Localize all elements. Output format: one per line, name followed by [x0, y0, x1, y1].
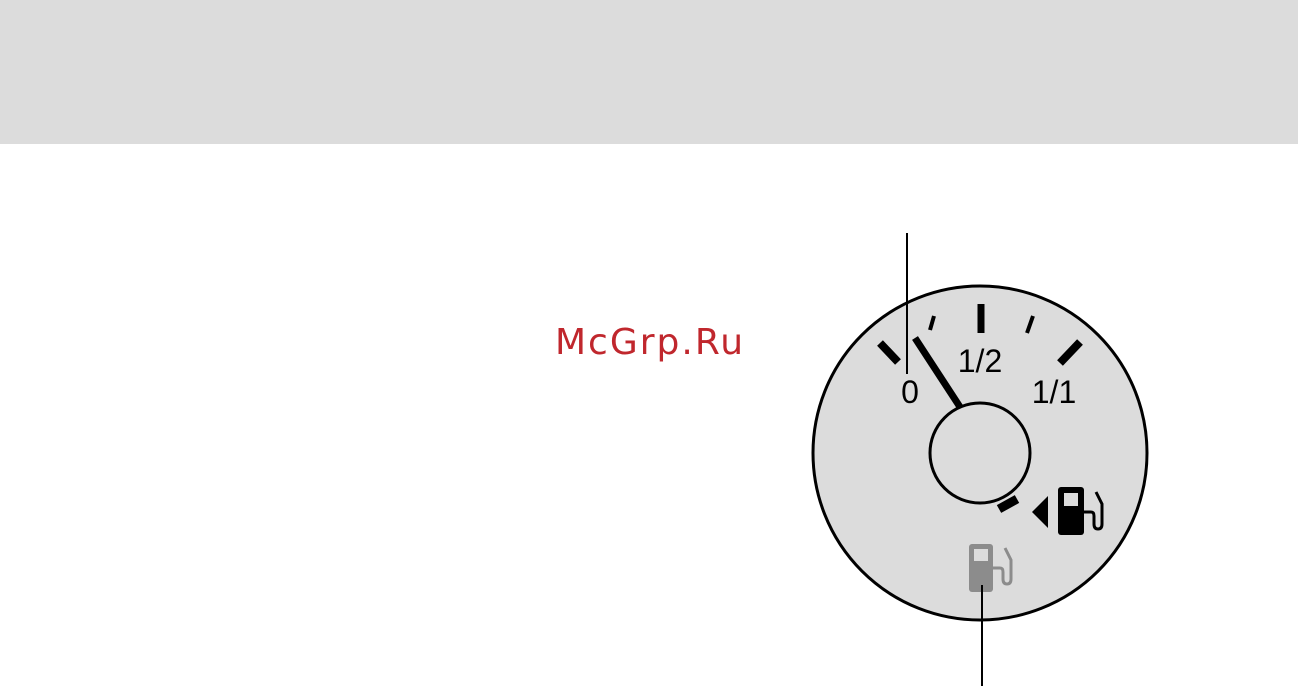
scale-label-full: 1/1	[1032, 374, 1076, 410]
scale-label-empty: 0	[901, 374, 919, 410]
gauge-hub	[930, 403, 1030, 503]
scale-label-half: 1/2	[958, 343, 1002, 379]
watermark-text: McGrp.Ru	[555, 322, 745, 363]
